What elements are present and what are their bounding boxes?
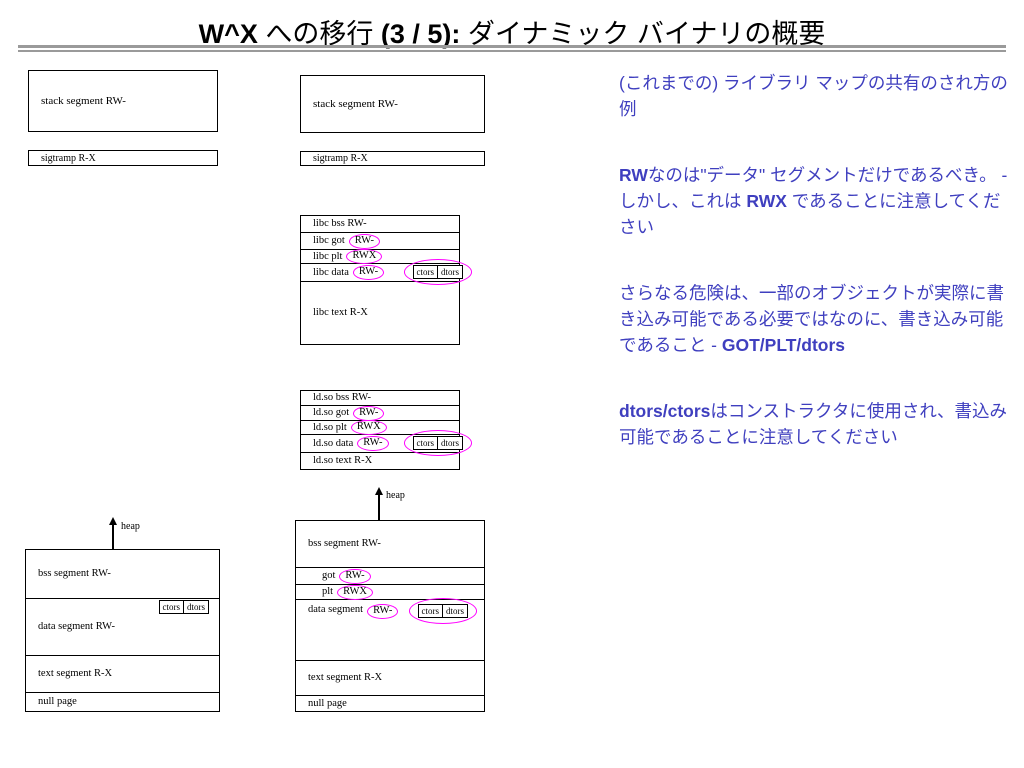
ldso-plt-permission-circled: RWX (350, 420, 387, 435)
ldso-bss-label: ld.so bss RW- (313, 392, 372, 403)
data-segment-row: data segment RW- ctors dtors (296, 598, 484, 661)
ldso-plt-label: ld.so plt (313, 421, 347, 433)
heap-label-left: heap (121, 521, 140, 532)
got-label: got (322, 570, 336, 581)
text-segment-row: text segment R-X (296, 661, 484, 696)
sigtramp-label: sigtramp R-X (313, 153, 368, 164)
null-page-label: null page (308, 697, 347, 709)
title-jp1: への移行 (257, 19, 381, 49)
note-highlight-dtors-ctors: dtors/ctors (619, 401, 711, 421)
plt-permission-circled: RWX (337, 584, 374, 600)
note-highlight-got-plt-dtors: GOT/PLT/dtors (721, 335, 846, 355)
ldso-got-permission-circled: RW- (353, 405, 385, 421)
got-row: got RW- (296, 568, 484, 585)
bss-segment-row: bss segment RW- (296, 521, 484, 568)
note-highlight-rw: RW (619, 165, 648, 185)
ctors-box: ctors (412, 436, 438, 450)
data-segment-label: data segment (308, 604, 364, 615)
libc-bss-label: libc bss RW- (313, 218, 367, 229)
dtors-box: dtors (437, 436, 463, 450)
ldso-got-label: ld.so got (313, 407, 350, 418)
ctors-box: ctors (158, 600, 184, 614)
data-permission-circled: RW- (367, 604, 399, 619)
ldso-memory-map: ld.so bss RW- ld.so got RW- ld.so plt RW… (300, 390, 472, 470)
bss-segment-label: bss segment RW- (38, 568, 111, 579)
ldso-plt-row: ld.so plt RWX (301, 420, 459, 435)
heap-label-mid: heap (386, 490, 405, 501)
libc-data-permission-circled: RW- (352, 265, 385, 280)
text-segment-row: text segment R-X (26, 656, 219, 693)
title-wx: W^X (198, 19, 258, 49)
ldso-got-row: ld.so got RW- (301, 405, 459, 421)
mid-stack-segment-box: stack segment RW- (300, 75, 485, 133)
plt-label: plt (322, 586, 334, 597)
libc-data-label: libc data (313, 266, 349, 278)
null-page-row: null page (296, 696, 484, 711)
ldso-data-label: ld.so data (313, 437, 354, 449)
text-segment-label: text segment R-X (308, 672, 383, 683)
note-paragraph-2: RWなのは"データ" セグメントだけであるべき。 - しかし、これは RWX で… (619, 162, 1017, 240)
notes-column: (これまでの) ライブラリ マップの共有のされ方の例 RWなのは"データ" セグ… (619, 70, 1017, 490)
title-jp2: ダイナミック バイナリの概要 (460, 19, 826, 49)
plt-row: plt RWX (296, 584, 484, 600)
libc-bss-row: libc bss RW- (301, 216, 459, 233)
ldso-data-permission-circled: RW- (357, 436, 389, 451)
slide-title: W^X への移行 (3 / 5): ダイナミック バイナリの概要 (0, 12, 1024, 51)
libc-got-row: libc got RW- (301, 233, 459, 250)
libc-got-label: libc got (313, 235, 345, 246)
stack-segment-label: stack segment RW- (41, 95, 126, 107)
title-slide-number: (3 / 5): (380, 19, 461, 49)
note-text: なのは"データ" セグメントだけであるべき。 - しかし、これは (619, 165, 1008, 211)
null-page-row: null page (26, 693, 219, 711)
ctors-box: ctors (417, 604, 443, 618)
note-text: はコンストラクタに使用され、書込み可能であることに注意してください (619, 401, 1008, 447)
libc-plt-label: libc plt (313, 250, 343, 262)
note-text: (これまでの) ライブラリ マップの共有のされ方の例 (619, 73, 1008, 119)
libc-data-row: libc data RW- ctors dtors (301, 259, 472, 285)
heap-arrow-mid (375, 487, 383, 520)
libc-plt-row: libc plt RWX (301, 249, 459, 264)
ctors-box: ctors (412, 265, 438, 279)
ldso-data-row: ld.so data RW- ctors dtors (301, 430, 472, 456)
note-paragraph-4: dtors/ctorsはコンストラクタに使用され、書込み可能であることに注意して… (619, 398, 1017, 450)
ldso-ctors-dtors-circled: ctors dtors (403, 430, 472, 456)
ldso-text-row: ld.so text R-X (301, 453, 459, 469)
dtors-box: dtors (183, 600, 209, 614)
process-ctors-dtors-circled: ctors dtors (408, 598, 477, 624)
heap-arrow-left (109, 517, 117, 549)
libc-text-row: libc text R-X (301, 282, 459, 344)
libc-plt-permission-circled: RWX (346, 249, 383, 264)
got-permission-circled: RW- (339, 568, 371, 584)
libc-memory-map: libc bss RW- libc got RW- libc plt RWX l… (300, 215, 472, 345)
libc-ctors-dtors-circled: ctors dtors (403, 259, 472, 285)
title-divider-rule (18, 45, 1006, 52)
ctors-dtors-pair: ctors dtors (158, 600, 209, 614)
left-stack-segment-box: stack segment RW- (28, 70, 218, 132)
libc-text-label: libc text R-X (313, 307, 368, 318)
note-highlight-rwx: RWX (746, 191, 787, 211)
libc-got-permission-circled: RW- (348, 233, 381, 249)
note-text: であることに注意してください (619, 191, 1001, 237)
left-process-memory-map: bss segment RW- data segment RW- ctors d… (25, 549, 220, 712)
note-paragraph-1: (これまでの) ライブラリ マップの共有のされ方の例 (619, 70, 1017, 122)
data-segment-row: data segment RW- ctors dtors (26, 599, 219, 656)
stack-segment-label: stack segment RW- (313, 98, 398, 110)
ldso-text-label: ld.so text R-X (313, 455, 373, 466)
bss-segment-row: bss segment RW- (26, 550, 219, 599)
ldso-bss-row: ld.so bss RW- (301, 391, 459, 406)
null-page-label: null page (38, 696, 77, 707)
left-sigtramp-box: sigtramp R-X (28, 150, 218, 166)
data-segment-label: data segment RW- (38, 621, 115, 632)
text-segment-label: text segment R-X (38, 668, 113, 679)
sigtramp-label: sigtramp R-X (41, 152, 96, 164)
dtors-box: dtors (442, 604, 468, 618)
note-text: さらなる危険は、一部のオブジェクトが実際に書き込み可能である必要ではなのに、書き… (619, 283, 1004, 355)
note-paragraph-3: さらなる危険は、一部のオブジェクトが実際に書き込み可能である必要ではなのに、書き… (619, 280, 1017, 358)
mid-sigtramp-box: sigtramp R-X (300, 151, 485, 166)
bss-segment-label: bss segment RW- (308, 538, 381, 549)
mid-process-memory-map: bss segment RW- got RW- plt RWX data seg… (295, 520, 485, 712)
dtors-box: dtors (437, 265, 463, 279)
